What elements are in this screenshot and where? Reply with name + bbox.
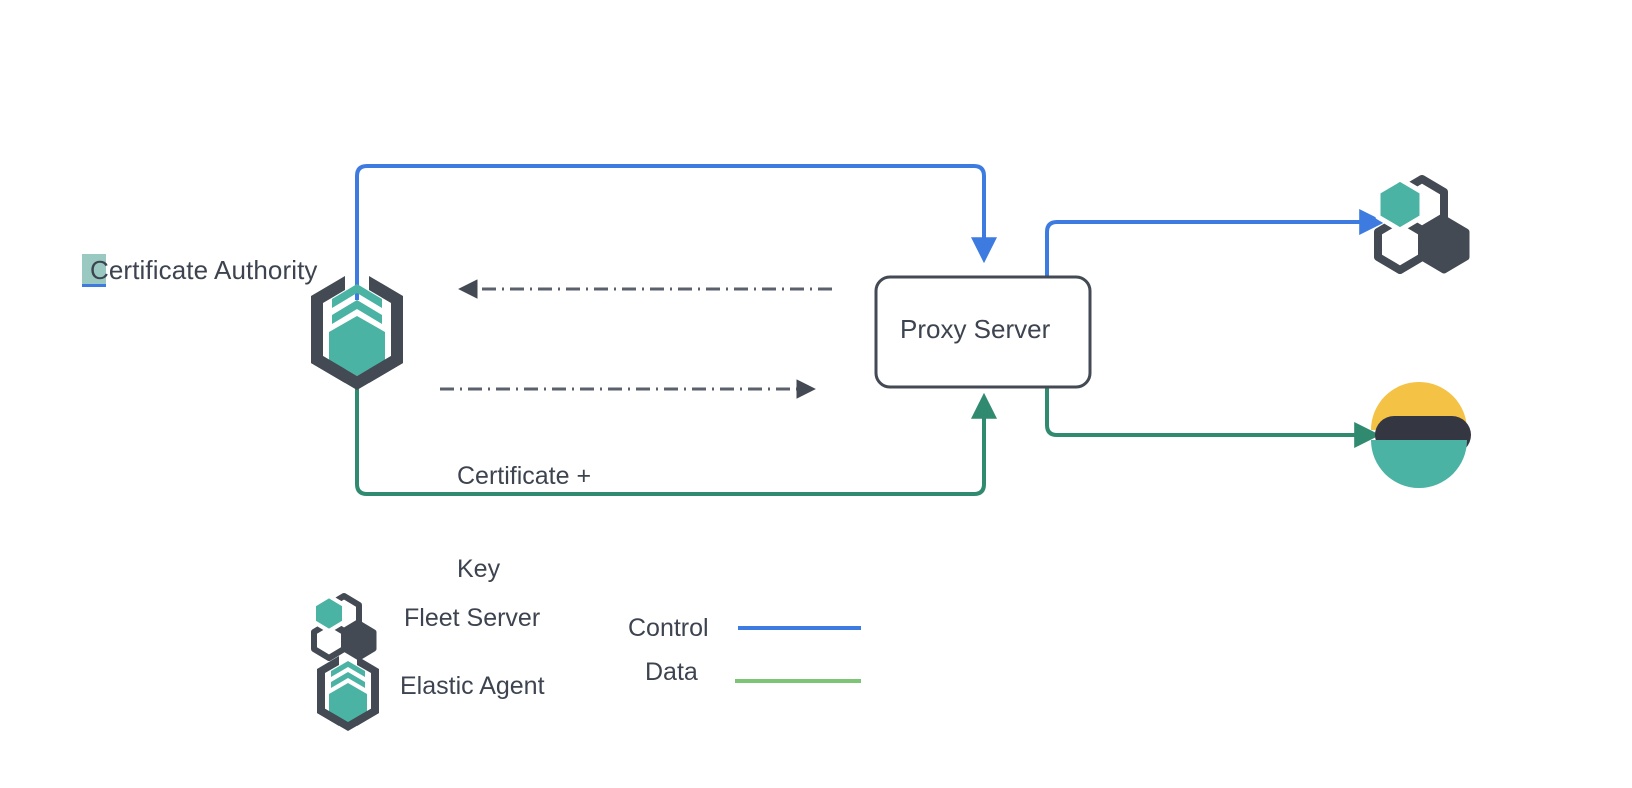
legend-line-label-data: Data [645, 658, 698, 686]
proxy-server-node[interactable] [874, 275, 1092, 389]
legend-item-label-elastic-agent: Elastic Agent [400, 672, 545, 700]
elasticsearch-bottom-arc-icon [1371, 440, 1467, 488]
elastic-agent-hexagon-icon [329, 316, 385, 376]
control-edge-agent-to-proxy [355, 164, 997, 300]
fleet-hex-teal-icon [1375, 176, 1425, 233]
elasticsearch-node[interactable] [1371, 382, 1471, 488]
certificate-authority-label: Certificate Authority [90, 255, 318, 285]
legend-fleet-server-icon [311, 593, 377, 661]
cert-key-edge-label: Certificate + Key [457, 398, 591, 617]
fleet-hex-dark-icon [1418, 215, 1470, 274]
elastic-agent-frame-icon [311, 276, 403, 390]
certificate-authority-node[interactable] [311, 276, 403, 390]
elastic-agent-chevrons-icon [332, 284, 382, 324]
cert-key-line-1: Certificate + [457, 461, 592, 490]
data-edge-agent-to-proxy [355, 380, 997, 496]
control-edge-proxy-to-fleet [1045, 209, 1386, 277]
proxy-server-label: Proxy Server [900, 314, 1051, 344]
cert-key-line-2: Key [457, 555, 501, 584]
certificate-authority-highlight [82, 254, 106, 284]
legend-item-label-fleet-server: Fleet Server [404, 604, 541, 632]
fleet-server-node[interactable] [1374, 175, 1470, 274]
legend-elastic-agent-icon [317, 656, 379, 731]
certificate-authority-underline [82, 284, 106, 287]
data-edge-proxy-to-elasticsearch [1045, 386, 1381, 448]
legend-line-label-control: Control [628, 614, 709, 642]
